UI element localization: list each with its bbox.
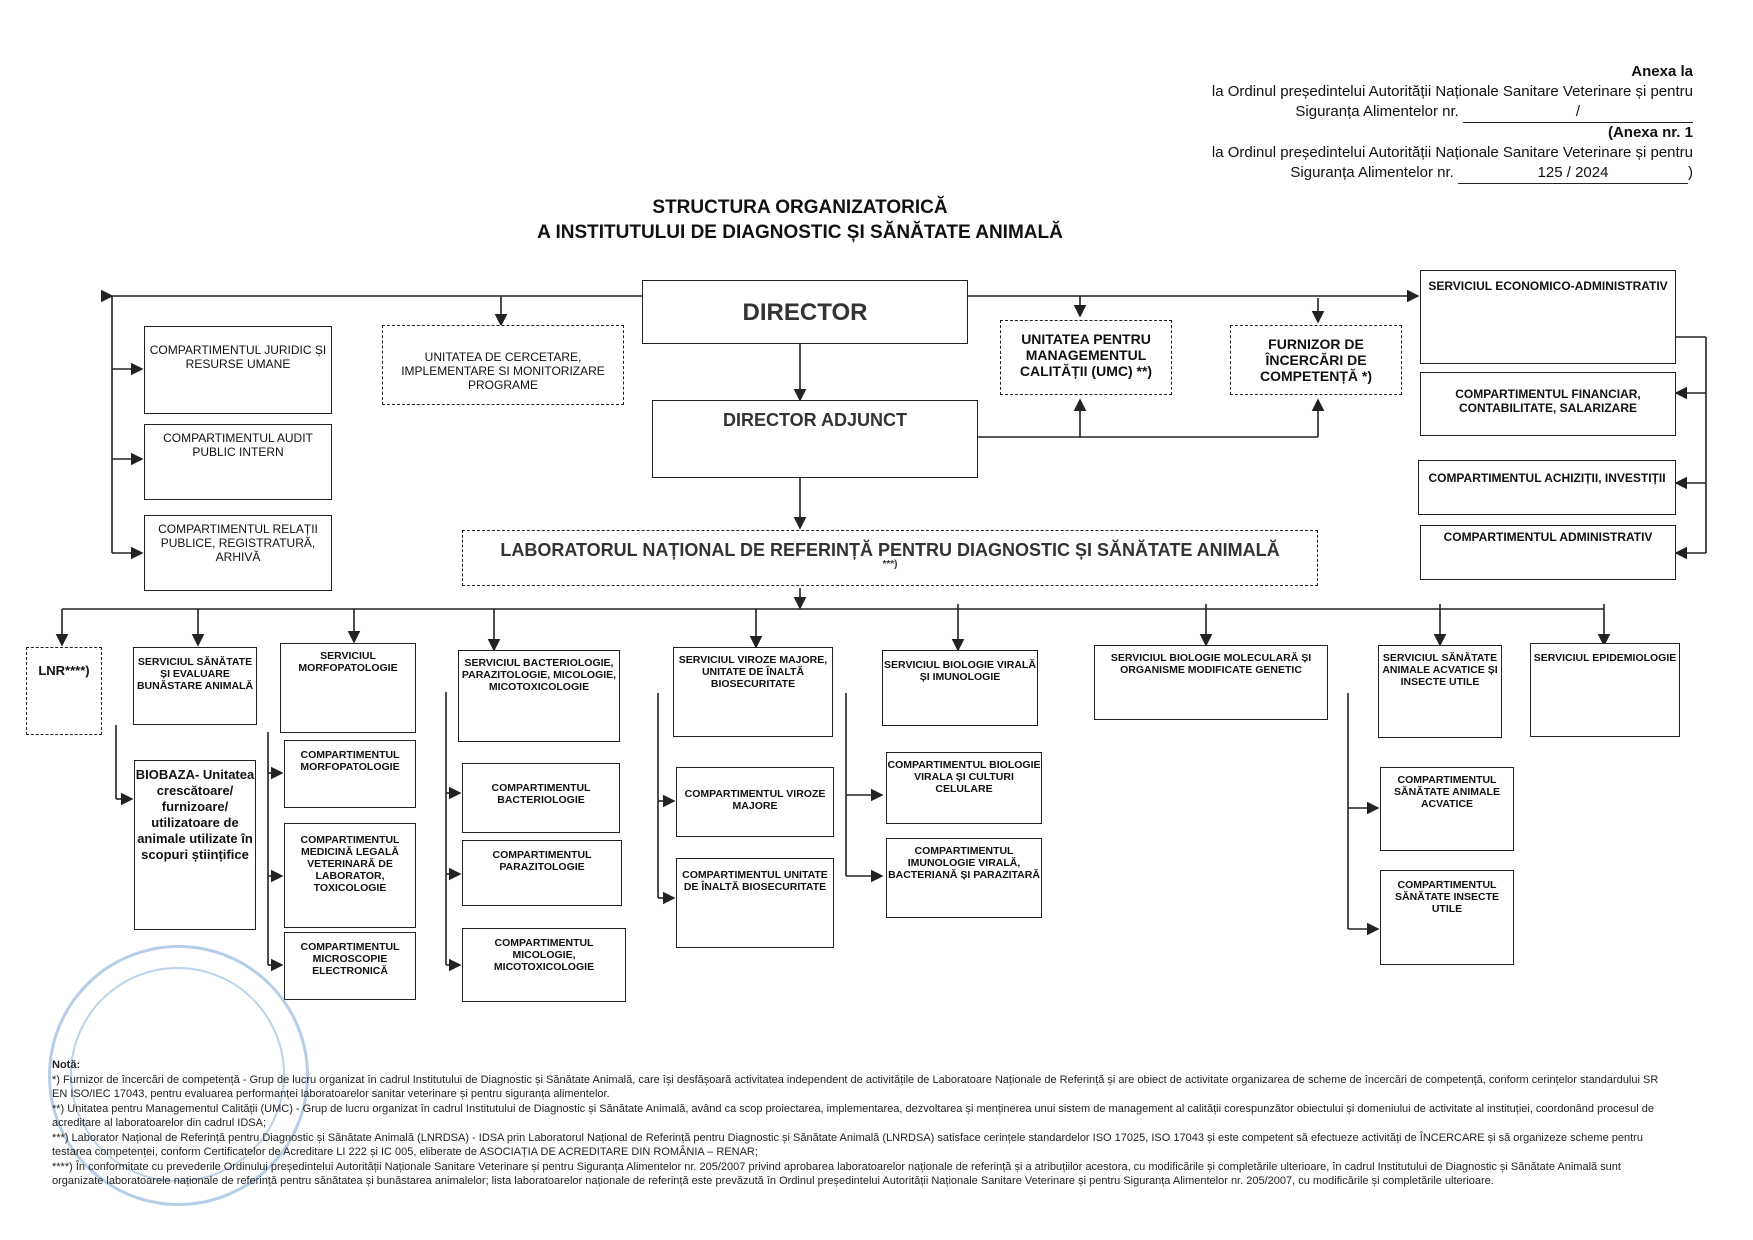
director-adjunct-box[interactable]: DIRECTOR ADJUNCT	[652, 400, 978, 478]
aquatic-insects-service-box[interactable]: SERVICIUL SĂNĂTATE ANIMALE ACVATICE ȘI I…	[1378, 645, 1502, 738]
internal-audit-box[interactable]: COMPARTIMENTUL AUDIT PUBLIC INTERN	[144, 424, 332, 500]
annex-header: Anexa la la Ordinul președintelui Autori…	[1212, 62, 1693, 184]
chart-title-line1: STRUCTURA ORGANIZATORICĂ	[652, 197, 948, 218]
quality-management-box[interactable]: UNITATEA PENTRU MANAGEMENTUL CALITĂȚII (…	[1000, 320, 1172, 395]
economic-service-box[interactable]: SERVICIUL ECONOMICO-ADMINISTRATIV	[1420, 270, 1676, 364]
annex-label: Anexa la	[1631, 63, 1693, 80]
animal-health-service-box[interactable]: SERVICIUL SĂNĂTATE ȘI EVALUARE BUNĂSTARE…	[133, 647, 257, 725]
parasitology-comp-box[interactable]: COMPARTIMENTUL PARAZITOLOGIE	[462, 840, 622, 906]
major-viruses-service-box[interactable]: SERVICIUL VIROZE MAJORE, UNITATE DE ÎNAL…	[673, 647, 833, 737]
note-4: ****) În conformitate cu prevederile Ord…	[52, 1160, 1621, 1188]
national-lab-box[interactable]: LABORATORUL NAȚIONAL DE REFERINȚĂ PENTRU…	[462, 530, 1318, 586]
cell-culture-comp-box[interactable]: COMPARTIMENTUL BIOLOGIE VIRALA ȘI CULTUR…	[886, 752, 1042, 824]
order-number-prefix-2: Siguranța Alimentelor nr.	[1290, 164, 1454, 181]
order-number-prefix: Siguranța Alimentelor nr.	[1295, 103, 1459, 120]
director-box[interactable]: DIRECTOR	[642, 280, 968, 344]
research-unit-box[interactable]: UNITATEA DE CERCETARE, IMPLEMENTARE SI M…	[382, 325, 624, 405]
financial-box[interactable]: COMPARTIMENTUL FINANCIAR, CONTABILITATE,…	[1420, 372, 1676, 436]
forensic-toxicology-box[interactable]: COMPARTIMENTUL MEDICINĂ LEGALĂ VETERINAR…	[284, 823, 416, 928]
order-line: la Ordinul președintelui Autorității Naț…	[1211, 83, 1693, 100]
biosecurity-comp-box[interactable]: COMPARTIMENTUL UNITATE DE ÎNALTĂ BIOSECU…	[676, 858, 834, 948]
public-relations-box[interactable]: COMPARTIMENTUL RELAȚII PUBLICE, REGISTRA…	[144, 515, 332, 591]
procurement-box[interactable]: COMPARTIMENTUL ACHIZIȚII, INVESTIȚII	[1418, 460, 1676, 515]
bacteriology-service-box[interactable]: SERVICIUL BACTERIOLOGIE, PARAZITOLOGIE, …	[458, 650, 620, 742]
order-number-line-2: Siguranța Alimentelor nr. 125 / 2024)	[1212, 163, 1693, 184]
morphopathology-comp-box[interactable]: COMPARTIMENTUL MORFOPATOLOGIE	[284, 740, 416, 808]
order-line-2: la Ordinul președintelui Autorității Naț…	[1211, 144, 1693, 161]
morphopathology-service-box[interactable]: SERVICIUL MORFOPATOLOGIE	[280, 643, 416, 733]
note-1: *) Furnizor de încercări de competență -…	[52, 1073, 1659, 1101]
national-lab-note: ***)	[882, 559, 898, 570]
molecular-biology-service-box[interactable]: SERVICIUL BIOLOGIE MOLECULARĂ ȘI ORGANIS…	[1094, 645, 1328, 720]
epidemiology-service-box[interactable]: SERVICIUL EPIDEMIOLOGIE	[1530, 643, 1680, 737]
proficiency-testing-box[interactable]: FURNIZOR DE ÎNCERCĂRI DE COMPETENȚĂ *)	[1230, 325, 1402, 395]
mycology-comp-box[interactable]: COMPARTIMENTUL MICOLOGIE, MICOTOXICOLOGI…	[462, 928, 626, 1002]
note-3: ***) Laborator Național de Referință pen…	[52, 1131, 1643, 1159]
administrative-box[interactable]: COMPARTIMENTUL ADMINISTRATIV	[1420, 525, 1676, 580]
lnr-box[interactable]: LNR****)	[26, 647, 102, 735]
order-number-suffix: )	[1688, 164, 1693, 181]
virology-immunology-service-box[interactable]: SERVICIUL BIOLOGIE VIRALĂ ȘI IMUNOLOGIE	[882, 650, 1038, 726]
official-stamp-inner	[70, 967, 285, 1182]
order-number-value: /	[1463, 102, 1693, 123]
order-number-line: Siguranța Alimentelor nr. /	[1212, 102, 1693, 123]
insects-comp-box[interactable]: COMPARTIMENTUL SĂNĂTATE INSECTE UTILE	[1380, 870, 1514, 965]
order-number-value-2: 125 / 2024	[1458, 163, 1688, 184]
note-2: **) Unitatea pentru Managementul Calităț…	[52, 1102, 1654, 1130]
national-lab-label: LABORATORUL NAȚIONAL DE REFERINȚĂ PENTRU…	[500, 540, 1280, 560]
footnotes: Notă: *) Furnizor de încercări de compet…	[52, 1058, 1667, 1189]
chart-title-line2: A INSTITUTULUI DE DIAGNOSTIC ȘI SĂNĂTATE…	[537, 222, 1063, 243]
electron-microscopy-box[interactable]: COMPARTIMENTUL MICROSCOPIE ELECTRONICĂ	[284, 932, 416, 1000]
notes-heading: Notă:	[52, 1059, 81, 1071]
biobase-box[interactable]: BIOBAZA- Unitatea crescătoare/ furnizoar…	[134, 760, 256, 930]
bacteriology-comp-box[interactable]: COMPARTIMENTUL BACTERIOLOGIE	[462, 763, 620, 833]
annex-1-label: (Anexa nr. 1	[1607, 124, 1693, 141]
official-stamp	[48, 945, 309, 1206]
legal-hr-box[interactable]: COMPARTIMENTUL JURIDIC ȘI RESURSE UMANE	[144, 326, 332, 414]
immunology-comp-box[interactable]: COMPARTIMENTUL IMUNOLOGIE VIRALĂ, BACTER…	[886, 838, 1042, 918]
major-viruses-comp-box[interactable]: COMPARTIMENTUL VIROZE MAJORE	[676, 767, 834, 837]
aquatic-comp-box[interactable]: COMPARTIMENTUL SĂNĂTATE ANIMALE ACVATICE	[1380, 767, 1514, 851]
